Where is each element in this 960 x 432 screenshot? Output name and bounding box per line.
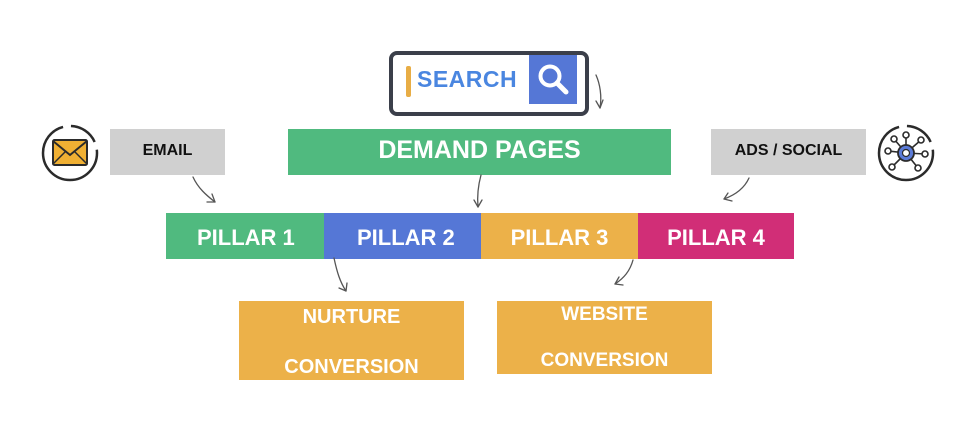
search-label: SEARCH bbox=[417, 66, 518, 92]
envelope-icon bbox=[41, 124, 99, 182]
arrow-pillar-3-to-website bbox=[614, 259, 634, 285]
email-label: EMAIL bbox=[142, 142, 193, 159]
nurture-conversion-label: CONVERSION bbox=[284, 356, 419, 378]
arrow-search-to-demand bbox=[595, 74, 602, 109]
website-label: WEBSITE bbox=[561, 304, 648, 325]
pillar-1-label: PILLAR 1 bbox=[197, 225, 295, 250]
nurture-label: NURTURE bbox=[302, 306, 401, 328]
pillar-3-node: PILLAR 3 bbox=[481, 213, 638, 259]
ads-social-icon-badge bbox=[875, 124, 937, 184]
arrow-ads-to-pillar-4 bbox=[723, 177, 750, 200]
demand-pages-node: DEMAND PAGES bbox=[288, 129, 671, 175]
nurture-conversion-node: NURTURE CONVERSION bbox=[239, 301, 464, 380]
text-cursor bbox=[406, 66, 411, 97]
pillar-4-node: PILLAR 4 bbox=[638, 213, 794, 259]
ads-social-node: ADS / SOCIAL bbox=[711, 129, 866, 175]
pillar-3-label: PILLAR 3 bbox=[510, 225, 609, 250]
arrow-pillar-2-to-nurture bbox=[333, 257, 347, 292]
search-node: SEARCH bbox=[389, 51, 589, 116]
pillar-1-node: PILLAR 1 bbox=[166, 213, 324, 259]
ads-social-label: ADS / SOCIAL bbox=[734, 142, 843, 159]
magnifier-icon bbox=[538, 64, 569, 95]
pillar-4-label: PILLAR 4 bbox=[667, 225, 765, 250]
email-icon-badge bbox=[40, 124, 100, 184]
network-hub-icon bbox=[877, 124, 935, 182]
website-conversion-node: WEBSITE CONVERSION bbox=[497, 301, 712, 374]
pillar-2-label: PILLAR 2 bbox=[357, 225, 455, 250]
arrow-demand-to-pillars bbox=[476, 174, 482, 208]
website-conversion-label: CONVERSION bbox=[540, 350, 669, 371]
arrow-email-to-pillar-1 bbox=[192, 176, 216, 203]
demand-pages-label: DEMAND PAGES bbox=[378, 136, 581, 164]
search-button bbox=[529, 55, 577, 104]
pillar-2-node: PILLAR 2 bbox=[324, 213, 481, 259]
email-node: EMAIL bbox=[110, 129, 225, 175]
